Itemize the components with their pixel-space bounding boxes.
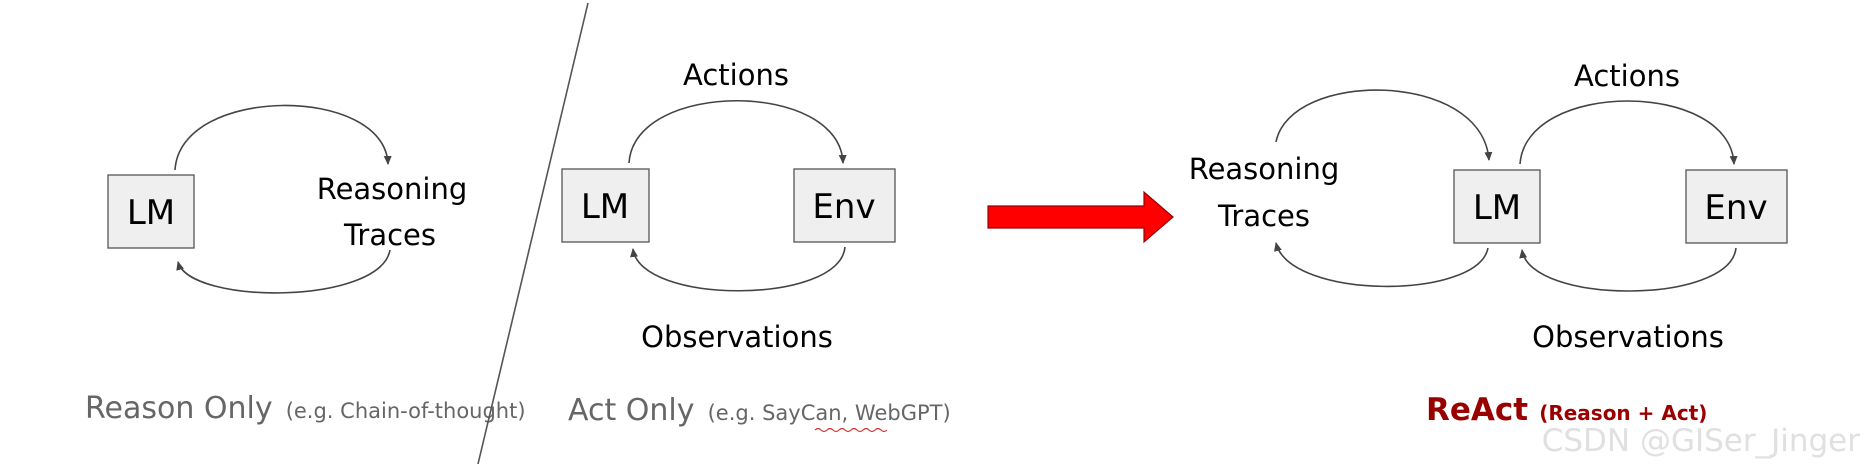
act-only-actions-label: Actions <box>683 58 789 92</box>
reason-only-reasoning-label: Reasoning <box>317 172 468 206</box>
act-only-env-label: Env <box>812 187 875 227</box>
reason-only-lm-label: LM <box>127 193 175 233</box>
react-panel: Reasoning Traces LM Env Actions Observat… <box>1189 59 1788 428</box>
act-only-env-box <box>793 168 896 243</box>
spellcheck-squiggle <box>814 427 888 433</box>
act-only-lm-box <box>561 168 650 243</box>
act-only-actions-arc <box>628 99 847 164</box>
act-only-lm-label: LM <box>581 187 629 227</box>
react-env-label: Env <box>1704 188 1767 228</box>
reason-only-lm-box <box>107 174 195 249</box>
reason-only-traces-label: Traces <box>343 218 436 252</box>
reason-only-top-arc <box>174 104 392 171</box>
react-traces-label: Traces <box>1217 199 1310 233</box>
react-actions-arc <box>1519 100 1738 165</box>
act-only-caption-link: WebGPT <box>855 401 943 425</box>
reason-only-caption: Reason Only (e.g. Chain-of-thought) <box>85 391 526 426</box>
reason-only-caption-sub: (e.g. Chain-of-thought) <box>286 399 526 423</box>
act-only-caption-sub: (e.g. SayCan, <box>708 401 855 425</box>
react-lm-to-reasoning-arc <box>1274 242 1489 288</box>
react-lm-box <box>1453 169 1541 244</box>
react-actions-label: Actions <box>1574 59 1680 93</box>
react-lm-label: LM <box>1473 188 1521 228</box>
reason-only-panel: LM Reasoning Traces Reason Only (e.g. Ch… <box>85 104 526 426</box>
transition-arrow <box>987 190 1174 244</box>
react-observations-label: Observations <box>1532 320 1724 354</box>
act-only-caption: Act Only (e.g. SayCan, WebGPT) <box>568 393 951 428</box>
act-only-observations-arc <box>630 246 846 292</box>
act-only-observations-label: Observations <box>641 320 833 354</box>
panel-divider <box>477 2 589 465</box>
act-only-caption-close: ) <box>942 401 950 425</box>
react-env-box <box>1685 169 1788 244</box>
react-reasoning-to-lm-arc <box>1275 89 1493 161</box>
react-caption-sub: (Reason + Act) <box>1539 401 1707 425</box>
watermark: CSDN @GISer_Jinger <box>1542 423 1861 459</box>
react-caption: ReAct (Reason + Act) <box>1426 392 1707 428</box>
act-only-panel: LM Env Actions Observations Act Only (e.… <box>561 58 951 433</box>
react-reasoning-label: Reasoning <box>1189 152 1340 186</box>
reason-only-caption-main: Reason Only <box>85 391 273 426</box>
reason-only-bottom-arc <box>176 249 391 294</box>
act-only-caption-main: Act Only <box>568 393 695 428</box>
react-observations-arc <box>1519 247 1737 292</box>
react-caption-main: ReAct <box>1426 392 1528 428</box>
